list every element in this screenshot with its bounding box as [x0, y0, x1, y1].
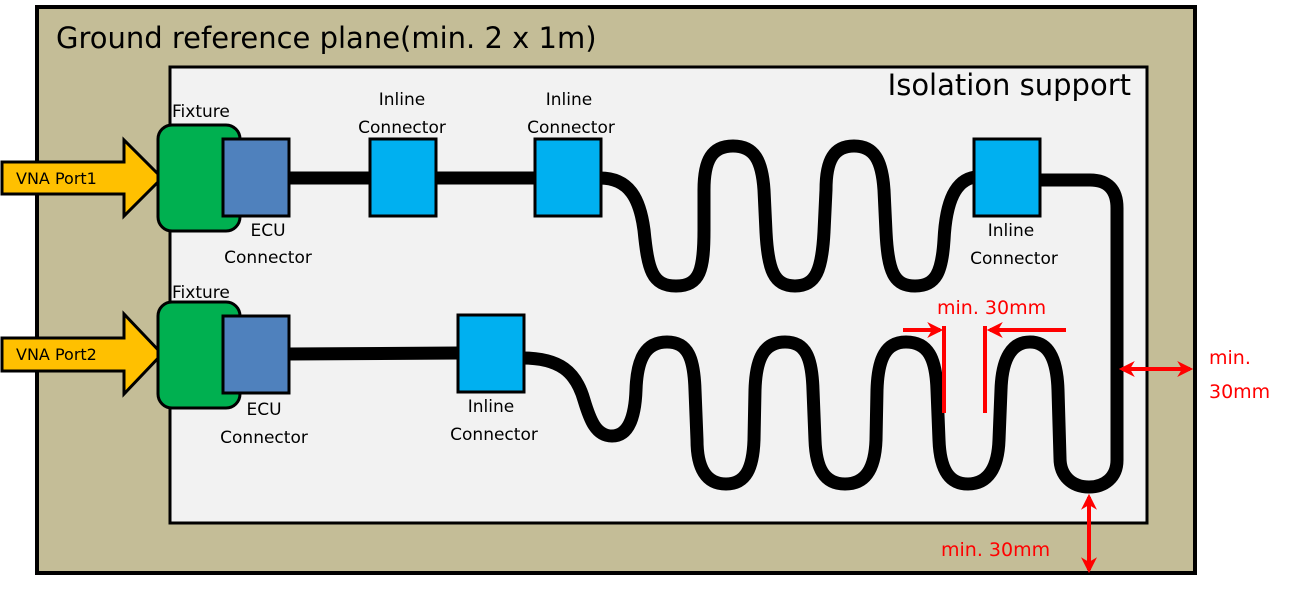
vna-port2-label: VNA Port2 — [16, 345, 97, 364]
isolation-support-label: Isolation support — [888, 68, 1131, 102]
dimension-side-clearance-label-line2: 30mm — [1209, 381, 1270, 403]
dimension-loop-spacing-label: min. 30mm — [937, 297, 1046, 319]
cable-port1-serpentine — [599, 139, 977, 293]
inline-connector-port1-3 — [972, 137, 1042, 218]
inline-connector-port1-2-label-line1: Inline — [546, 90, 592, 110]
dimension-side-clearance-label-line1: min. — [1209, 347, 1251, 369]
cable-port1-return-run — [521, 173, 1124, 494]
inline-connector-port2-1-label-line1: Inline — [468, 397, 514, 417]
inline-connector-port1-2-label-line2: Connector — [527, 118, 615, 138]
ecu-connector-port1-label-line2: Connector — [224, 248, 312, 268]
ecu-connector-port2 — [221, 314, 291, 395]
ecu-connector-port2-label-line2: Connector — [220, 428, 308, 448]
inline-connector-port1-1-label-line2: Connector — [358, 118, 446, 138]
inline-connector-port1-2 — [533, 137, 603, 218]
fixture-port1-label: Fixture — [172, 102, 230, 122]
inline-connector-port1-3-label-line2: Connector — [970, 249, 1058, 269]
dimension-loop-spacing — [903, 322, 1066, 413]
vna-port2-arrow: VNA Port2 — [0, 310, 165, 398]
inline-connector-port2-1-label-line2: Connector — [450, 425, 538, 445]
fixture-port2-label: Fixture — [172, 283, 230, 303]
inline-connector-port1-1 — [368, 137, 438, 218]
vna-port1-label: VNA Port1 — [16, 169, 97, 188]
inline-connector-port1-1-label-line1: Inline — [379, 90, 425, 110]
cable-port2-ecu-to-inline — [287, 346, 460, 361]
ecu-connector-port2-label-line1: ECU — [246, 400, 281, 420]
inline-connector-port2-1 — [456, 313, 526, 394]
dimension-bottom-clearance-label: min. 30mm — [941, 539, 1050, 561]
ecu-connector-port1-label-line1: ECU — [250, 221, 285, 241]
ecu-connector-port1 — [221, 137, 291, 218]
ground-plane-label: Ground reference plane(min. 2 x 1m) — [56, 21, 597, 55]
vna-port1-arrow: VNA Port1 — [0, 136, 165, 220]
inline-connector-port1-3-label-line1: Inline — [988, 221, 1034, 241]
